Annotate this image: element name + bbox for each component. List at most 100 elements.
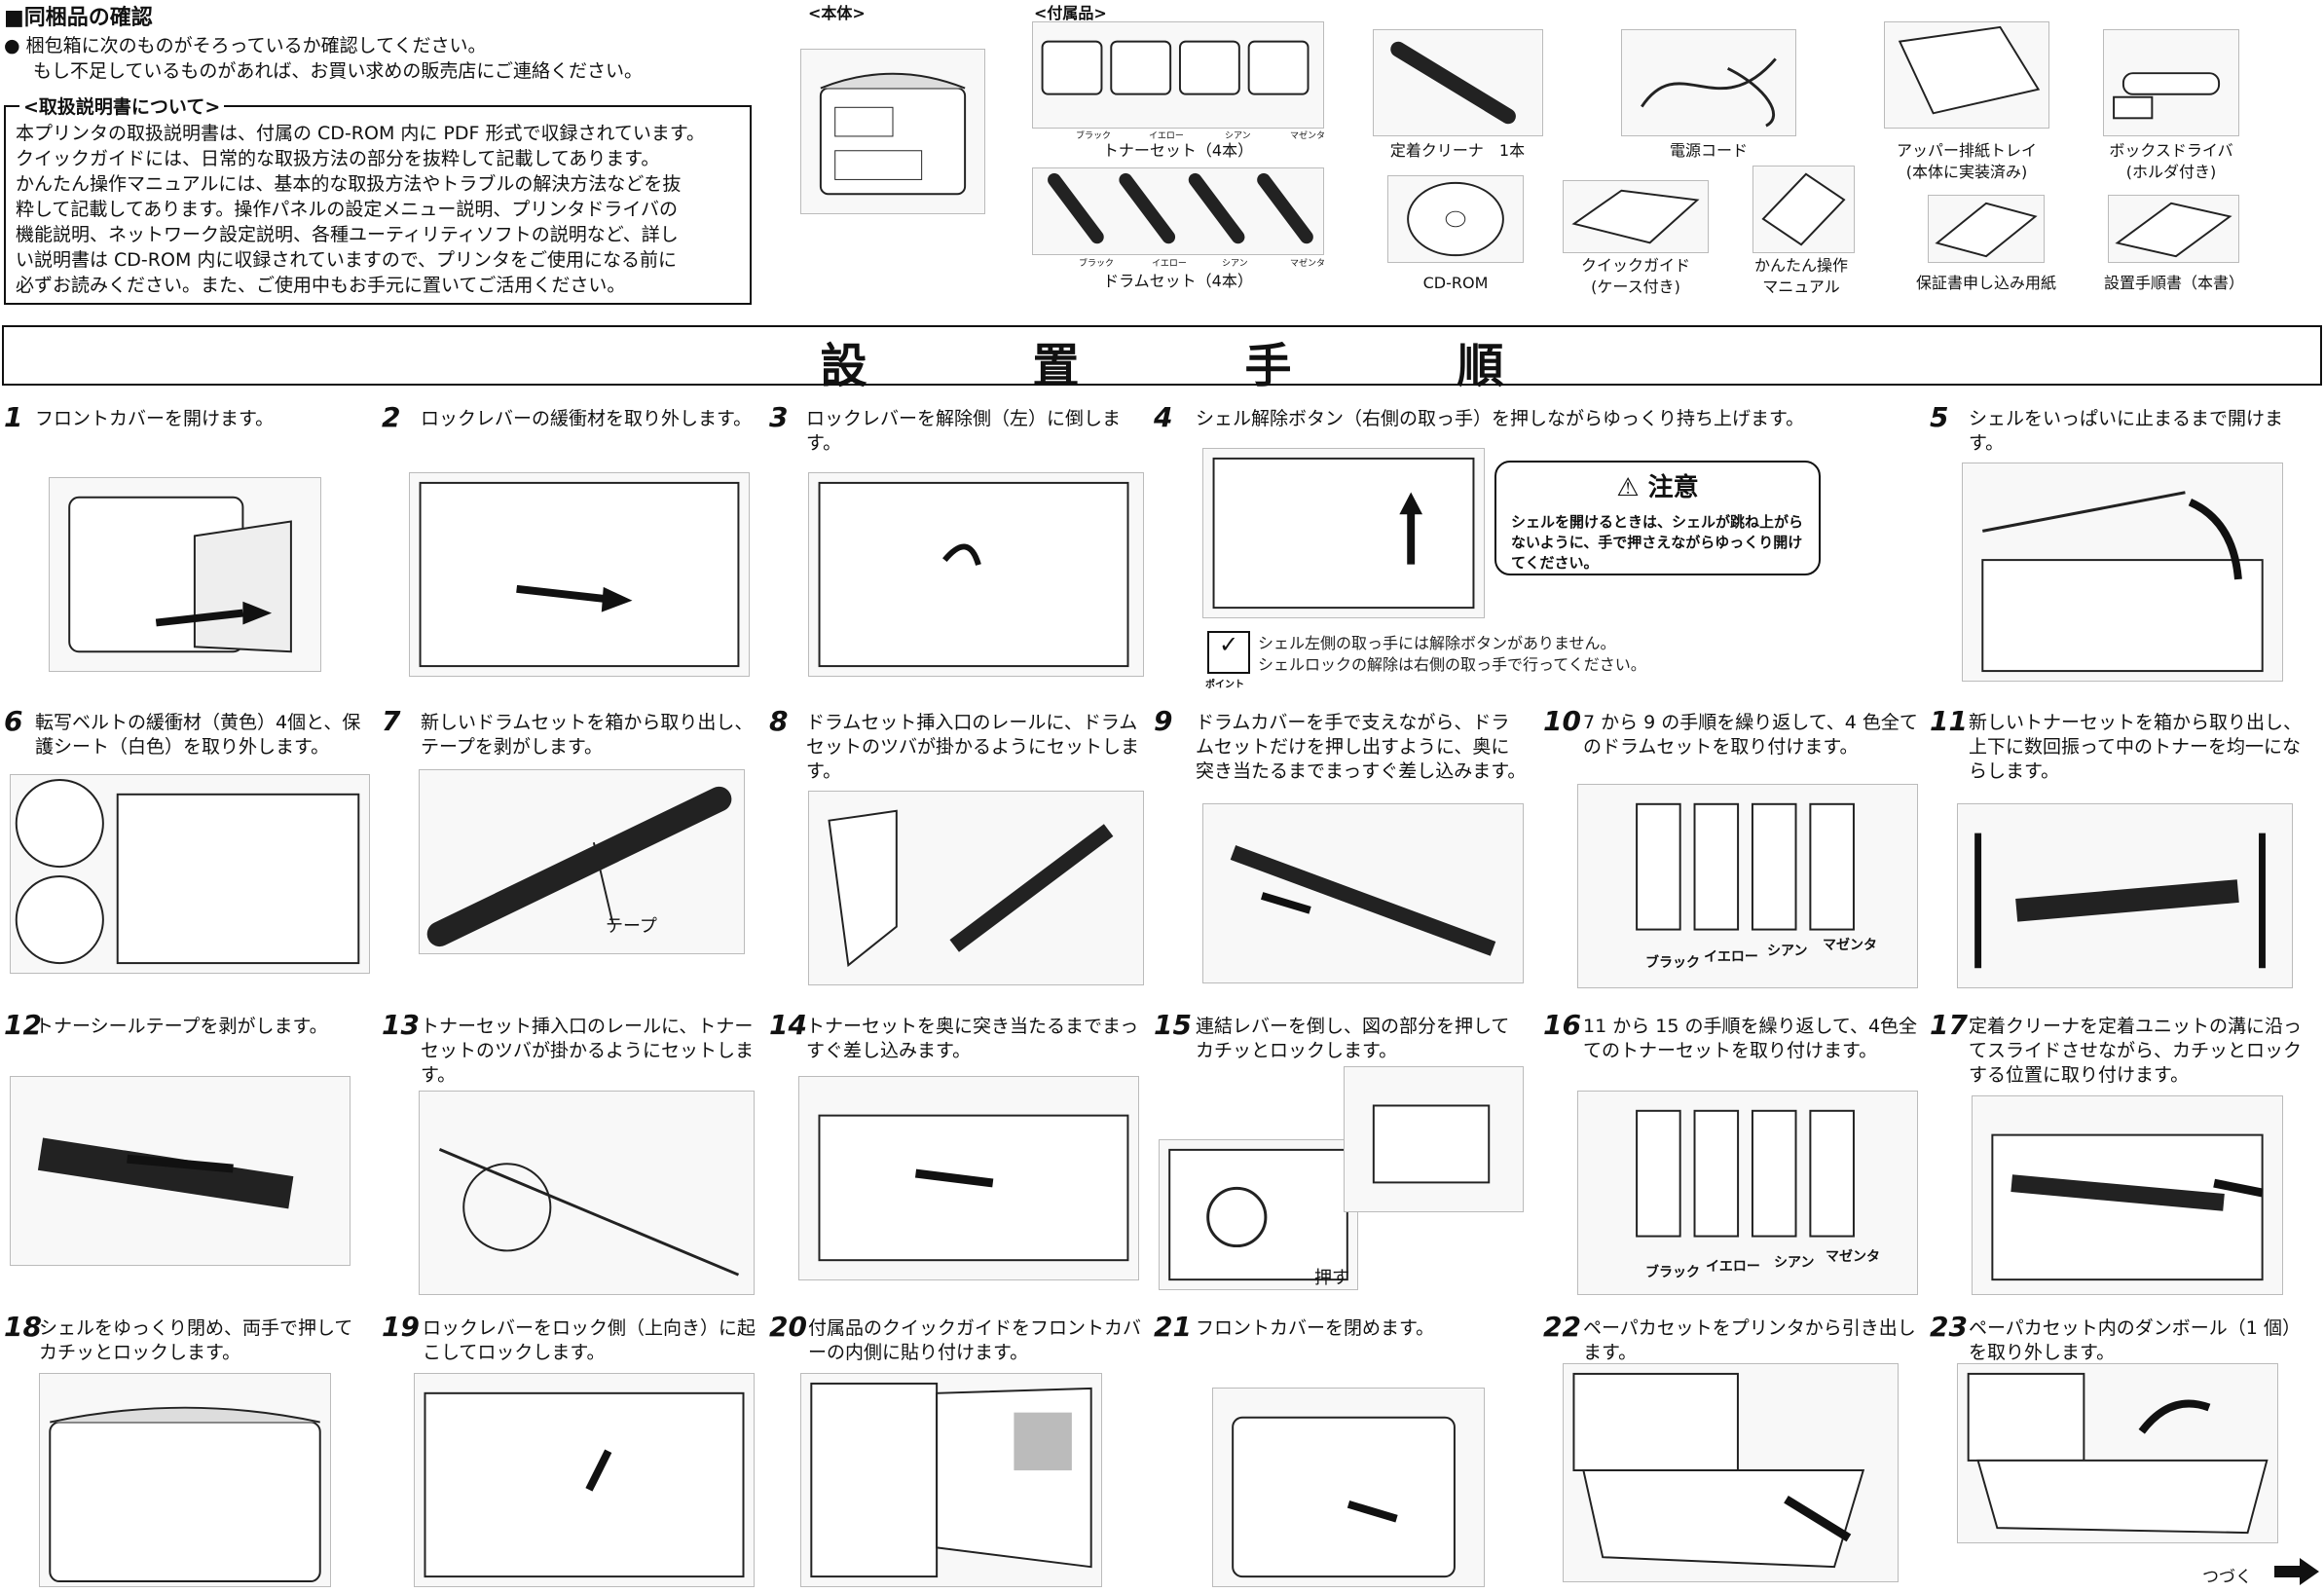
point-note: シェル左側の取っ手には解除ボタンがありません。 シェルロックの解除は右側の取っ手… xyxy=(1258,633,1646,676)
box-driver-label-line-1: ボックスドライバ xyxy=(2109,141,2233,160)
checkmark-icon: ✓ xyxy=(1207,631,1250,674)
step-8-illustration xyxy=(808,791,1144,985)
step-16-label-magenta: マゼンタ xyxy=(1826,1249,1880,1265)
step-5-text: シェルをいっぱいに止まるまで開けます。 xyxy=(1969,408,2284,454)
step-11-text: 新しいトナーセットを箱から取り出し、上下に数回振って中のトナーを均一にならします… xyxy=(1969,712,2303,782)
point-badge: ポイント xyxy=(1205,680,1244,690)
step-13-number: 13 xyxy=(382,1009,420,1041)
step-19-illustration xyxy=(414,1373,755,1587)
package-check-line-2: もし不足しているものがあれば、お買い求めの販売店にご連絡ください。 xyxy=(33,60,644,82)
step-10-label-cyan: シアン xyxy=(1767,944,1808,959)
step-13-text: トナーセット挿入口のレールに、トナーセットのツバが掛かるようにセットします。 xyxy=(421,1016,755,1086)
drum-color-cyan: シアン xyxy=(1222,259,1248,269)
step-17-illustration xyxy=(1972,1095,2283,1295)
step-6-illustration xyxy=(10,774,370,974)
manual-info-box xyxy=(4,105,752,305)
caution-title-text: 注意 xyxy=(1647,473,1699,502)
upper-output-tray-illustration xyxy=(1884,21,2049,129)
manual-info-legend: <取扱説明書について> xyxy=(19,93,225,119)
step-21-text: フロントカバーを閉めます。 xyxy=(1196,1317,1435,1339)
step-10-label-black: ブラック xyxy=(1645,955,1700,971)
step-12-text: トナーシールテープを剥がします。 xyxy=(35,1016,328,1037)
step-1-text: フロントカバーを開けます。 xyxy=(35,408,275,429)
step-18-number: 18 xyxy=(4,1311,42,1343)
manual-info-text: 本プリンタの取扱説明書は、付属の CD-ROM 内に PDF 形式で収録されてい… xyxy=(16,121,744,298)
step-22-number: 22 xyxy=(1543,1311,1581,1343)
step-11-illustration xyxy=(1957,803,2293,988)
power-cord-label: 電源コード xyxy=(1669,141,1748,160)
step-9-illustration xyxy=(1202,803,1524,983)
step-16-label-cyan: シアン xyxy=(1774,1255,1815,1271)
toner-color-magenta: マゼンタ xyxy=(1290,131,1326,141)
step-20-text: 付属品のクイックガイドをフロントカバーの内側に貼り付けます。 xyxy=(808,1317,1142,1363)
point-note-line-2: シェルロックの解除は右側の取っ手で行ってください。 xyxy=(1258,655,1646,674)
toner-color-black: ブラック xyxy=(1076,131,1112,141)
quick-guide-label: クイックガイド (ケース付き) xyxy=(1538,255,1733,298)
manual-info-line: かんたん操作マニュアルには、基本的な取扱方法やトラブルの解決方法などを抜 xyxy=(16,173,682,195)
step-16-text: 11 から 15 の手順を繰り返して、4色全てのトナーセットを取り付けます。 xyxy=(1583,1016,1918,1061)
box-driver-illustration xyxy=(2103,29,2239,136)
drum-color-black: ブラック xyxy=(1079,259,1115,269)
step-17-number: 17 xyxy=(1930,1009,1968,1041)
printer-main-unit-illustration xyxy=(800,49,985,214)
power-cord-illustration xyxy=(1621,29,1796,136)
step-7-number: 7 xyxy=(382,705,401,737)
step-21-number: 21 xyxy=(1154,1311,1192,1343)
step-16-label-yellow: イエロー xyxy=(1706,1259,1760,1275)
step-23-number: 23 xyxy=(1930,1311,1968,1343)
step-1-number: 1 xyxy=(4,401,23,433)
step-15-text: 連結レバーを倒し、図の部分を押してカチッとロックします。 xyxy=(1196,1016,1510,1061)
step-13-illustration xyxy=(419,1091,755,1295)
step-14-illustration xyxy=(798,1076,1139,1280)
quick-guide-label-line-1: クイックガイド xyxy=(1580,256,1690,275)
step-7-illustration xyxy=(419,769,745,954)
caution-box xyxy=(1494,461,1821,575)
setup-procedure-banner xyxy=(2,325,2322,386)
step-9-text: ドラムカバーを手で支えながら、ドラムセットだけを押し出すように、奥に突き当たるま… xyxy=(1196,712,1527,782)
step-19-number: 19 xyxy=(382,1311,420,1343)
step-15-number: 15 xyxy=(1154,1009,1192,1041)
next-page-arrow-icon xyxy=(2274,1558,2319,1589)
box-driver-label-line-2: (ホルダ付き) xyxy=(2125,163,2217,181)
package-check-instructions: ● 梱包箱に次のものがそろっているか確認してください。 もし不足しているものがあ… xyxy=(4,33,643,84)
step-16-label-black: ブラック xyxy=(1645,1265,1700,1280)
step-6-text: 転写ベルトの緩衝材（黄色）4個と、保護シート（白色）を取り外します。 xyxy=(35,712,361,758)
manual-info-line: 必ずお読みください。また、ご使用中もお手元に置いてご活用ください。 xyxy=(16,275,626,296)
toner-color-cyan: シアン xyxy=(1225,131,1251,141)
step-14-number: 14 xyxy=(769,1009,807,1041)
toner-color-yellow: イエロー xyxy=(1149,131,1184,141)
upper-output-tray-label-line-1: アッパー排紙トレイ xyxy=(1896,141,2037,160)
step-10-illustration xyxy=(1577,784,1918,988)
step-2-number: 2 xyxy=(382,401,401,433)
step-5-illustration xyxy=(1962,463,2283,682)
step-10-number: 10 xyxy=(1543,705,1581,737)
drum-set-illustration xyxy=(1032,167,1324,255)
step-2-illustration xyxy=(409,472,750,677)
setup-guide-label: 設置手順書（本書） xyxy=(2103,274,2244,292)
step-17-text: 定着クリーナを定着ユニットの溝に沿ってスライドさせながら、カチッとロックする位置… xyxy=(1969,1016,2303,1086)
step-3-illustration xyxy=(808,472,1144,677)
step-4-illustration xyxy=(1202,448,1485,618)
manual-info-line: クイックガイドには、日常的な取扱方法の部分を抜粋して記載してあります。 xyxy=(16,148,660,169)
manual-info-line: 機能説明、ネットワーク設定説明、各種ユーティリティソフトの説明など、詳し xyxy=(16,224,679,245)
tape-label: テープ xyxy=(606,916,657,937)
step-6-number: 6 xyxy=(4,705,23,737)
caution-title: ⚠ 注意 xyxy=(1494,467,1821,503)
easy-manual-label: かんたん操作 マニュアル xyxy=(1704,255,1899,298)
step-8-text: ドラムセット挿入口のレールに、ドラムセットのツバが掛かるようにセットします。 xyxy=(806,712,1140,782)
package-check-line-1: ● 梱包箱に次のものがそろっているか確認してください。 xyxy=(4,35,487,56)
step-14-text: トナーセットを奥に突き当たるまでまっすぐ差し込みます。 xyxy=(806,1016,1139,1061)
toner-set-illustration xyxy=(1032,21,1324,129)
step-15-illustration xyxy=(1344,1066,1524,1212)
step-22-illustration xyxy=(1563,1363,1899,1582)
upper-output-tray-label: アッパー排紙トレイ (本体に実装済み) xyxy=(1869,140,2064,183)
step-19-text: ロックレバーをロック側（上向き）に起こしてロックします。 xyxy=(423,1317,756,1363)
step-8-number: 8 xyxy=(769,705,789,737)
toner-set-label: トナーセット（4本） xyxy=(1102,141,1254,160)
setup-guide-illustration xyxy=(2108,195,2239,263)
step-3-text: ロックレバーを解除側（左）に倒します。 xyxy=(806,408,1122,454)
step-10-label-magenta: マゼンタ xyxy=(1823,938,1877,953)
fuser-cleaner-label: 定着クリーナ 1本 xyxy=(1389,141,1526,160)
step-16-number: 16 xyxy=(1543,1009,1581,1041)
push-label: 押す xyxy=(1314,1268,1349,1288)
